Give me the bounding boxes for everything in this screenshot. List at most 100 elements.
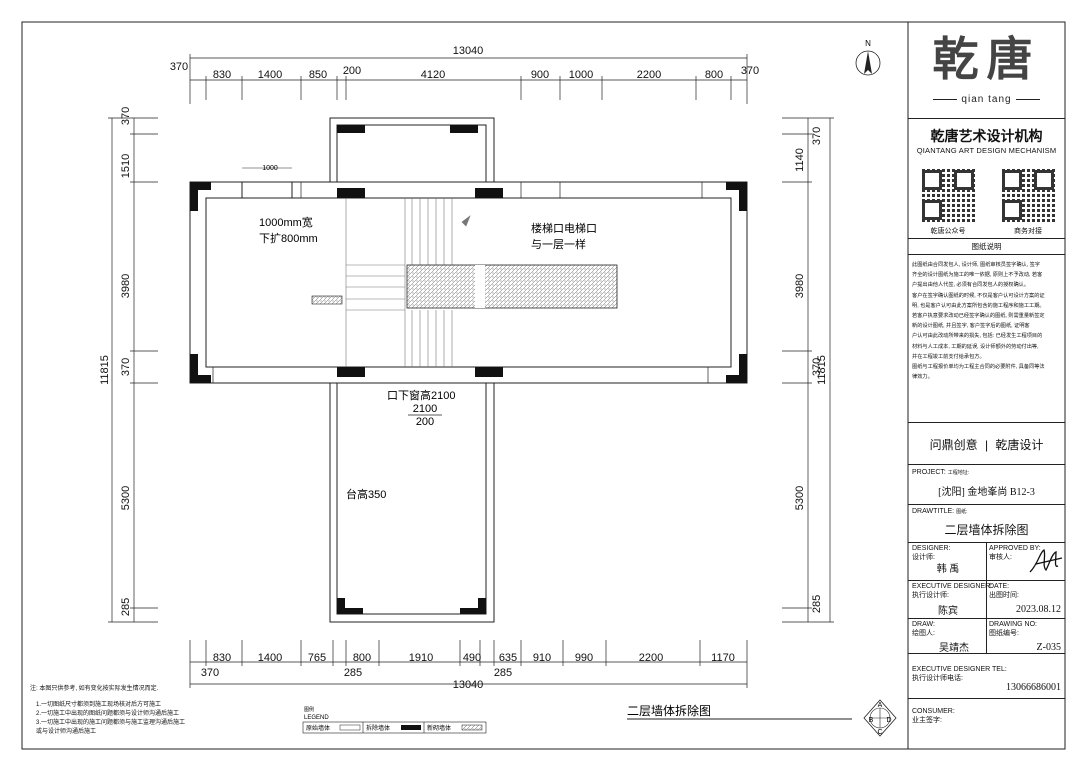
plan-walls: [189, 117, 748, 623]
dim-bottom-label: 490: [463, 652, 481, 664]
drawtitle-value: 二层墙体拆除图: [944, 523, 1029, 537]
dim-top-label: 800: [705, 69, 723, 81]
small-dim-label: 1000: [262, 165, 278, 172]
approved-label: APPROVED BY:: [989, 545, 1041, 552]
drawno-value: Z-035: [1036, 642, 1061, 653]
notes-line: 并在工程竣工前支付给承包方。: [912, 353, 985, 360]
drawno-label-cn: 图纸编号:: [989, 630, 1019, 637]
dimension-top-labels: 13040 370 830 1400 850 200 4120 900 1000…: [170, 45, 759, 81]
sheet-border: [21, 21, 1066, 750]
dim-left-label: 285: [120, 598, 132, 616]
plan-columns: [190, 125, 747, 614]
draw-value: 吴靖杰: [939, 643, 969, 654]
notes-line: 图纸与工程报价单均为工程主合同的必要附件, 具备同等法: [912, 364, 1045, 371]
slogan-right: 乾唐设计: [995, 438, 1044, 452]
notes-line: 户认可由此改动所带来的损失, 包括: 已经发生工程项目的: [912, 333, 1043, 340]
dim-left-total: 11815: [99, 355, 111, 385]
designer-label: DESIGNER:: [912, 545, 951, 552]
north-arrow-icon: N: [855, 39, 881, 76]
date-label: DATE:: [989, 583, 1010, 590]
drawno-label: DRAWING NO:: [989, 621, 1037, 628]
draw-label: DRAW:: [912, 621, 935, 628]
project-label: PROJECT: 工程地址:: [912, 469, 969, 478]
tel-label: EXECUTIVE DESIGNER TEL:: [912, 666, 1007, 673]
dimension-right-labels: 370 1140 3980 370 5300 285 11815: [794, 127, 828, 613]
logo-sub: qian tang: [961, 94, 1012, 105]
note-door-extend: 下扩800mm: [259, 231, 318, 245]
divider: [908, 118, 1065, 119]
dim-left-label: 5300: [120, 486, 132, 510]
exec-label-cn: 执行设计师:: [912, 592, 949, 599]
notes-line: 客户在签字确认图纸的时候, 不仅是客户认可设计方案的证: [912, 292, 1045, 299]
note-line: 2.一切施工中出现的图纸问题都须与设计师沟通后施工: [36, 709, 179, 717]
tel-label-cn: 执行设计师电话:: [912, 675, 963, 682]
note-line: 1.一切图纸尺寸都须到施工现场核对后方可施工: [36, 700, 161, 708]
logo-text: 乾唐: [932, 34, 1041, 85]
dim-right-label: 1140: [794, 148, 806, 172]
general-notes: 注: 本图只供参考, 如有变化按实际发生情况而定. 1.一切图纸尺寸都须到施工现…: [30, 684, 185, 735]
dim-right-total: 11815: [816, 355, 828, 385]
project-label-cn: 工程地址:: [947, 470, 970, 476]
dim-right-label: 3980: [794, 274, 806, 298]
consumer-label-cn: 业主签字:: [912, 717, 942, 724]
note-frac-top: 2100: [413, 403, 437, 415]
note-door-width: 1000mm宽: [259, 215, 313, 229]
dim-top-label: 900: [531, 69, 549, 81]
dim-top-label: 1400: [258, 69, 282, 81]
dim-bottom-label: 765: [308, 652, 326, 664]
designer-value: 韩 禹: [936, 564, 960, 575]
dim-bottom-label: 2200: [639, 652, 663, 664]
dim-top-label: 200: [343, 65, 361, 77]
tel-value: 13066686001: [1006, 682, 1061, 693]
title-block: 乾唐 qian tang 乾唐艺术设计机构 QIANTANG ART DESIG…: [908, 22, 1065, 749]
dimension-left: [108, 117, 158, 623]
note-frac-bottom: 200: [416, 416, 434, 428]
compass-c: C: [877, 729, 882, 736]
note-line: 3.一切施工中出现的施工问题都须与施工监理沟通后施工: [36, 718, 185, 726]
slogan: 问鼎创意 | 乾唐设计: [908, 436, 1065, 453]
dim-right-label: 285: [811, 595, 823, 613]
dim-bottom-label: 285: [344, 667, 362, 679]
project-label-en: PROJECT:: [912, 469, 946, 476]
approved-label-cn: 审核人:: [989, 554, 1012, 561]
dimension-bottom-labels: 830 1400 765 800 1910 490 635 910 990 22…: [201, 652, 735, 691]
note-stairs-1: 楼梯口电梯口: [531, 221, 597, 235]
notes-head: 注: 本图只供参考, 如有变化按实际发生情况而定.: [30, 684, 159, 692]
date-label-cn: 出图时间:: [989, 592, 1019, 599]
notes-line: 齐全的设计图纸为施工的唯一依据, 原则上不予改动, 若客: [912, 272, 1043, 279]
compass-b: B: [869, 717, 874, 724]
qr-right-label: 商务对接: [1014, 228, 1042, 235]
notes-line: 律效力。: [912, 374, 933, 381]
slogan-separator: |: [984, 438, 989, 452]
company-logo: 乾唐 qian tang: [918, 32, 1055, 128]
dimension-right: [782, 117, 834, 623]
legend-item: 原始墙体: [306, 724, 330, 732]
dim-top-total: 13040: [453, 45, 484, 57]
notes-line: 新的设计图纸, 并且签字, 客户签字后的图纸, 证明客: [912, 323, 1030, 330]
dim-bottom-label: 635: [499, 652, 517, 664]
dim-left-label: 370: [120, 107, 132, 125]
slogan-left: 问鼎创意: [929, 438, 978, 452]
dim-bottom-total: 13040: [453, 679, 484, 691]
notes-line: 户提出由他人代签, 必须有合同发包人的授权确认。: [912, 282, 1030, 289]
dim-left-label: 370: [120, 358, 132, 376]
exec-value: 陈宾: [938, 606, 958, 617]
qr-code-left-icon: [920, 168, 976, 222]
demolished-area: [406, 264, 618, 309]
signature-icon: [1029, 549, 1063, 573]
notes-line: 材料与人工成本, 工期的延误, 设计师额外的劳动付出等,: [912, 343, 1039, 350]
compass-symbol-icon: A B C D: [863, 699, 897, 737]
dimension-top: [189, 54, 748, 104]
draw-label-cn: 绘图人:: [912, 630, 935, 637]
date-value: 2023.08.12: [1016, 604, 1061, 615]
designer-label-cn: 设计师:: [912, 554, 935, 561]
notes-line: 此图纸由合同发包人, 设计师, 图纸审核员签字确认, 签字: [912, 262, 1040, 268]
dim-bottom-label: 285: [494, 667, 512, 679]
dim-right-label: 370: [811, 358, 823, 376]
dim-right-label: 5300: [794, 486, 806, 510]
dim-top-label: 370: [741, 65, 759, 77]
exec-label: EXECUTIVE DESIGNER:: [912, 583, 993, 590]
stairs: [345, 198, 471, 367]
legend-title-cn: 图例: [304, 706, 314, 713]
